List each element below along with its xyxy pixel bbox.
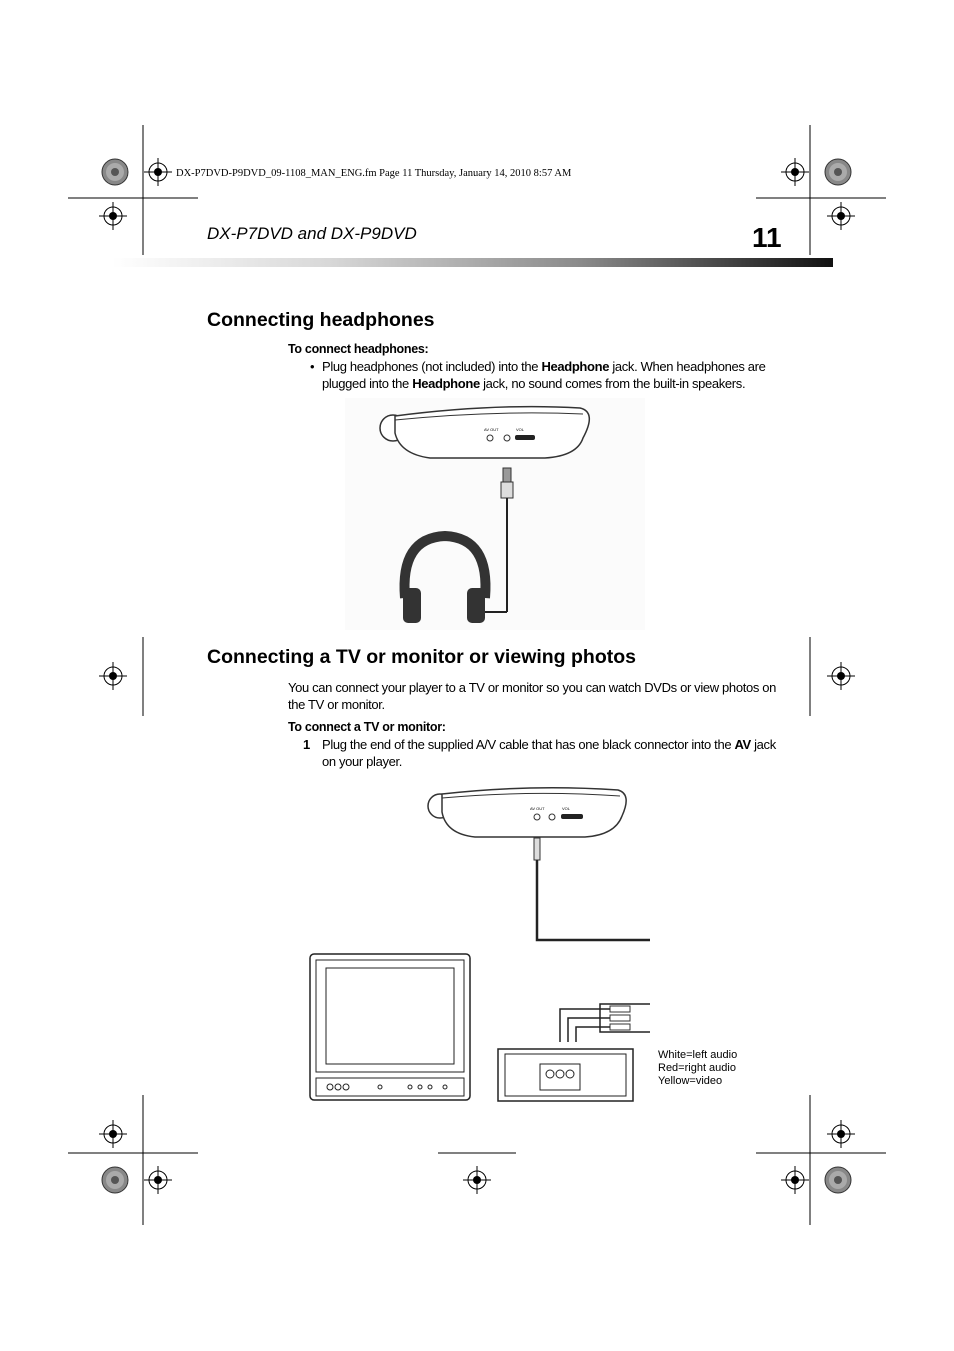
legend-white: White=left audio bbox=[658, 1049, 738, 1061]
svg-text:VOL: VOL bbox=[562, 806, 571, 811]
registration-mark-icon bbox=[143, 1165, 173, 1195]
registration-mark-icon bbox=[462, 1165, 492, 1195]
registration-star-icon bbox=[824, 1166, 852, 1194]
step-text-av-cable: Plug the end of the supplied A/V cable t… bbox=[322, 737, 776, 769]
svg-text:VOL: VOL bbox=[516, 427, 525, 432]
tv-connection-illustration: AV OUT VOL bbox=[309, 787, 650, 1102]
registration-mark-icon bbox=[98, 201, 128, 231]
svg-text:AV OUT: AV OUT bbox=[530, 806, 545, 811]
registration-star-icon bbox=[101, 1166, 129, 1194]
registration-star-icon bbox=[101, 158, 129, 186]
portable-dvd-player-icon bbox=[394, 405, 590, 459]
section-heading-tv: Connecting a TV or monitor or viewing ph… bbox=[207, 646, 636, 668]
subheading-connect-tv: To connect a TV or monitor: bbox=[288, 720, 446, 734]
television-icon bbox=[309, 953, 471, 1101]
headphones-connection-illustration: AV OUT VOL bbox=[345, 398, 645, 630]
step-number: 1 bbox=[303, 737, 310, 752]
cable-color-legend: White=left audio Red=right audio Yellow=… bbox=[658, 1049, 737, 1088]
headphones-icon bbox=[399, 530, 491, 599]
rca-connectors-icon bbox=[559, 1003, 650, 1042]
registration-star-icon bbox=[824, 158, 852, 186]
registration-mark-icon bbox=[826, 661, 856, 691]
registration-mark-icon bbox=[780, 157, 810, 187]
section-heading-headphones: Connecting headphones bbox=[207, 309, 435, 331]
page-number: 11 bbox=[752, 222, 782, 253]
portable-dvd-player-icon bbox=[441, 787, 627, 838]
subheading-connect-headphones: To connect headphones: bbox=[288, 342, 429, 356]
tv-intro-paragraph: You can connect your player to a TV or m… bbox=[288, 680, 777, 712]
file-info-line: DX-P7DVD-P9DVD_09-1108_MAN_ENG.fm Page 1… bbox=[176, 168, 572, 179]
registration-mark-icon bbox=[780, 1165, 810, 1195]
registration-mark-icon bbox=[826, 201, 856, 231]
registration-mark-icon bbox=[826, 1119, 856, 1149]
registration-mark-icon bbox=[98, 661, 128, 691]
registration-mark-icon bbox=[98, 1119, 128, 1149]
legend-yellow: Yellow=video bbox=[658, 1075, 723, 1087]
running-header-title: DX-P7DVD and DX-P9DVD bbox=[207, 224, 417, 243]
svg-text:AV OUT: AV OUT bbox=[484, 427, 499, 432]
registration-mark-icon bbox=[143, 157, 173, 187]
tv-input-panel-icon bbox=[497, 1048, 634, 1102]
legend-red: Red=right audio bbox=[658, 1062, 736, 1074]
header-rule bbox=[112, 258, 833, 267]
bullet-text-headphones: Plug headphones (not included) into the … bbox=[322, 359, 766, 391]
bullet-marker: • bbox=[310, 359, 315, 374]
